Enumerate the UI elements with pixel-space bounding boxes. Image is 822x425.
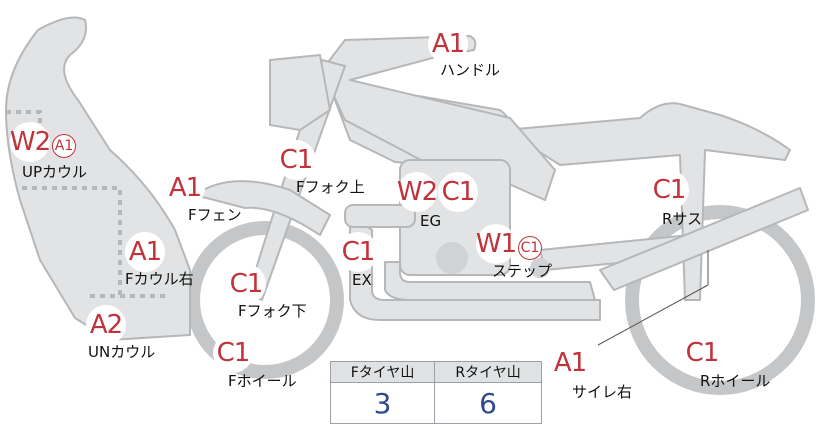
silencer-right-label: サイレ右 [572,383,633,401]
f-fork-up-grade-badge: C1 [276,140,316,180]
r-sus-grade-badge: C1 [649,170,689,210]
tire-tread-table: Fタイヤ山 Rタイヤ山 3 6 [329,361,542,424]
silencer-shape [599,187,809,291]
f-fender-grade-badge: A1 [165,168,205,208]
f-cowl-right-grade-badge: A1 [125,232,165,272]
up-cowl-label: UPカウル [22,163,88,181]
un-cowl-label: UNカウル [88,343,156,361]
f-fork-up-label: Fフォク上 [296,178,365,196]
exhaust-pipe-shape [349,214,601,321]
un-cowl-grade-badge: A2 [86,305,126,345]
f-wheel-label: Fホイール [228,372,297,390]
handle-label: ハンドル [440,61,501,79]
f-wheel-grade-badge: C1 [213,333,253,373]
up-cowl-grade-badge-1: W2 [10,122,51,162]
front-tire-value: 3 [329,382,436,424]
front-fender-shape [194,180,331,236]
f-fork-down-label: Fフォク下 [238,302,307,320]
rear-tire-header: Rタイヤ山 [434,361,542,383]
r-sus-label: Rサス [662,210,703,228]
silencer-right-grade-badge: A1 [550,343,590,383]
r-wheel-label: Rホイール [700,372,771,390]
step-label: ステップ [492,262,553,280]
seat-shape [504,102,791,301]
rear-wheel-shape [625,205,815,395]
eg-label: EG [420,212,442,230]
step-grade-badge-2: C1 [518,236,542,260]
r-wheel-grade-badge: C1 [682,333,722,373]
eg-grade-badge-2: C1 [438,172,478,212]
handle-grade-badge: A1 [428,24,468,64]
rear-tire-value: 6 [434,382,542,424]
step-grade-badge-1: W1 [476,224,517,264]
front-tire-header: Fタイヤ山 [329,361,436,383]
up-cowl-grade-badge-2: A1 [52,134,76,158]
eg-grade-badge-1: W2 [397,172,438,212]
f-fender-label: Fフェン [188,206,242,224]
ex-grade-badge: C1 [338,232,378,272]
f-cowl-right-label: Fカウル右 [125,270,194,288]
front-wheel-shape [186,221,344,379]
ex-label: EX [352,271,372,289]
f-fork-down-grade-badge: C1 [226,264,266,304]
